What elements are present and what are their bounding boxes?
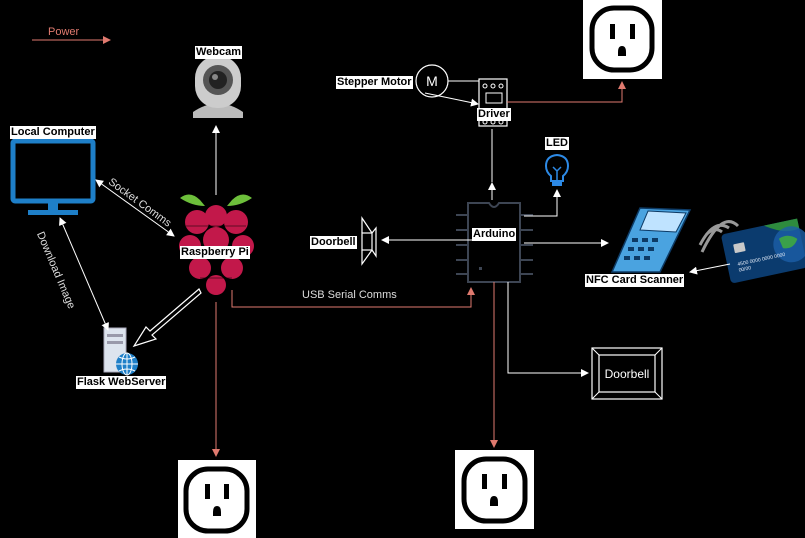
doorbell-box-icon — [591, 347, 663, 400]
edge-driver-stepper — [424, 92, 479, 107]
stepper-motor-icon: M — [415, 64, 482, 98]
local-computer-label: Local Computer — [10, 126, 96, 139]
monitor-icon — [10, 138, 96, 215]
speaker-icon — [361, 216, 377, 266]
nfc-scanner-icon — [610, 207, 740, 273]
legend-power-label: Power — [48, 26, 80, 38]
doorbell-speaker-label: Doorbell — [310, 236, 357, 249]
arduino-chip-icon — [456, 202, 533, 283]
raspberry-pi-icon — [179, 194, 254, 295]
edge-socket-comms — [95, 179, 175, 237]
outlet-top-icon — [583, 0, 662, 79]
arduino-label: Arduino — [472, 228, 517, 241]
led-label: LED — [545, 137, 569, 150]
flask-webserver-label: Flask WebServer — [76, 376, 167, 389]
doorbell-box-label: Doorbell — [604, 367, 650, 381]
nfc-scanner-label: NFC Card Scanner — [585, 274, 685, 287]
outlet-arduino-icon — [455, 450, 534, 529]
webcam-icon — [193, 56, 243, 118]
edge-arduino-led — [524, 189, 561, 217]
driver-label: Driver — [477, 108, 511, 121]
svg-text:M: M — [426, 73, 438, 89]
webserver-icon — [103, 327, 138, 376]
edge-usb-serial — [231, 287, 475, 308]
led-icon — [544, 153, 570, 186]
edge-arduino-doorbell — [507, 282, 589, 377]
stepper-motor-label: Stepper Motor — [336, 76, 413, 89]
edge-pi-flask — [132, 288, 202, 348]
usb-serial-label: USB Serial Comms — [302, 289, 397, 301]
edge-driver-power — [507, 81, 626, 103]
outlet-pi-icon — [178, 460, 256, 538]
raspberry-pi-label: Raspberry Pi — [180, 246, 250, 259]
edge-download-image — [59, 217, 109, 331]
edge-card-nfc — [689, 263, 731, 275]
webcam-label: Webcam — [195, 46, 243, 59]
credit-card-icon — [721, 218, 805, 283]
